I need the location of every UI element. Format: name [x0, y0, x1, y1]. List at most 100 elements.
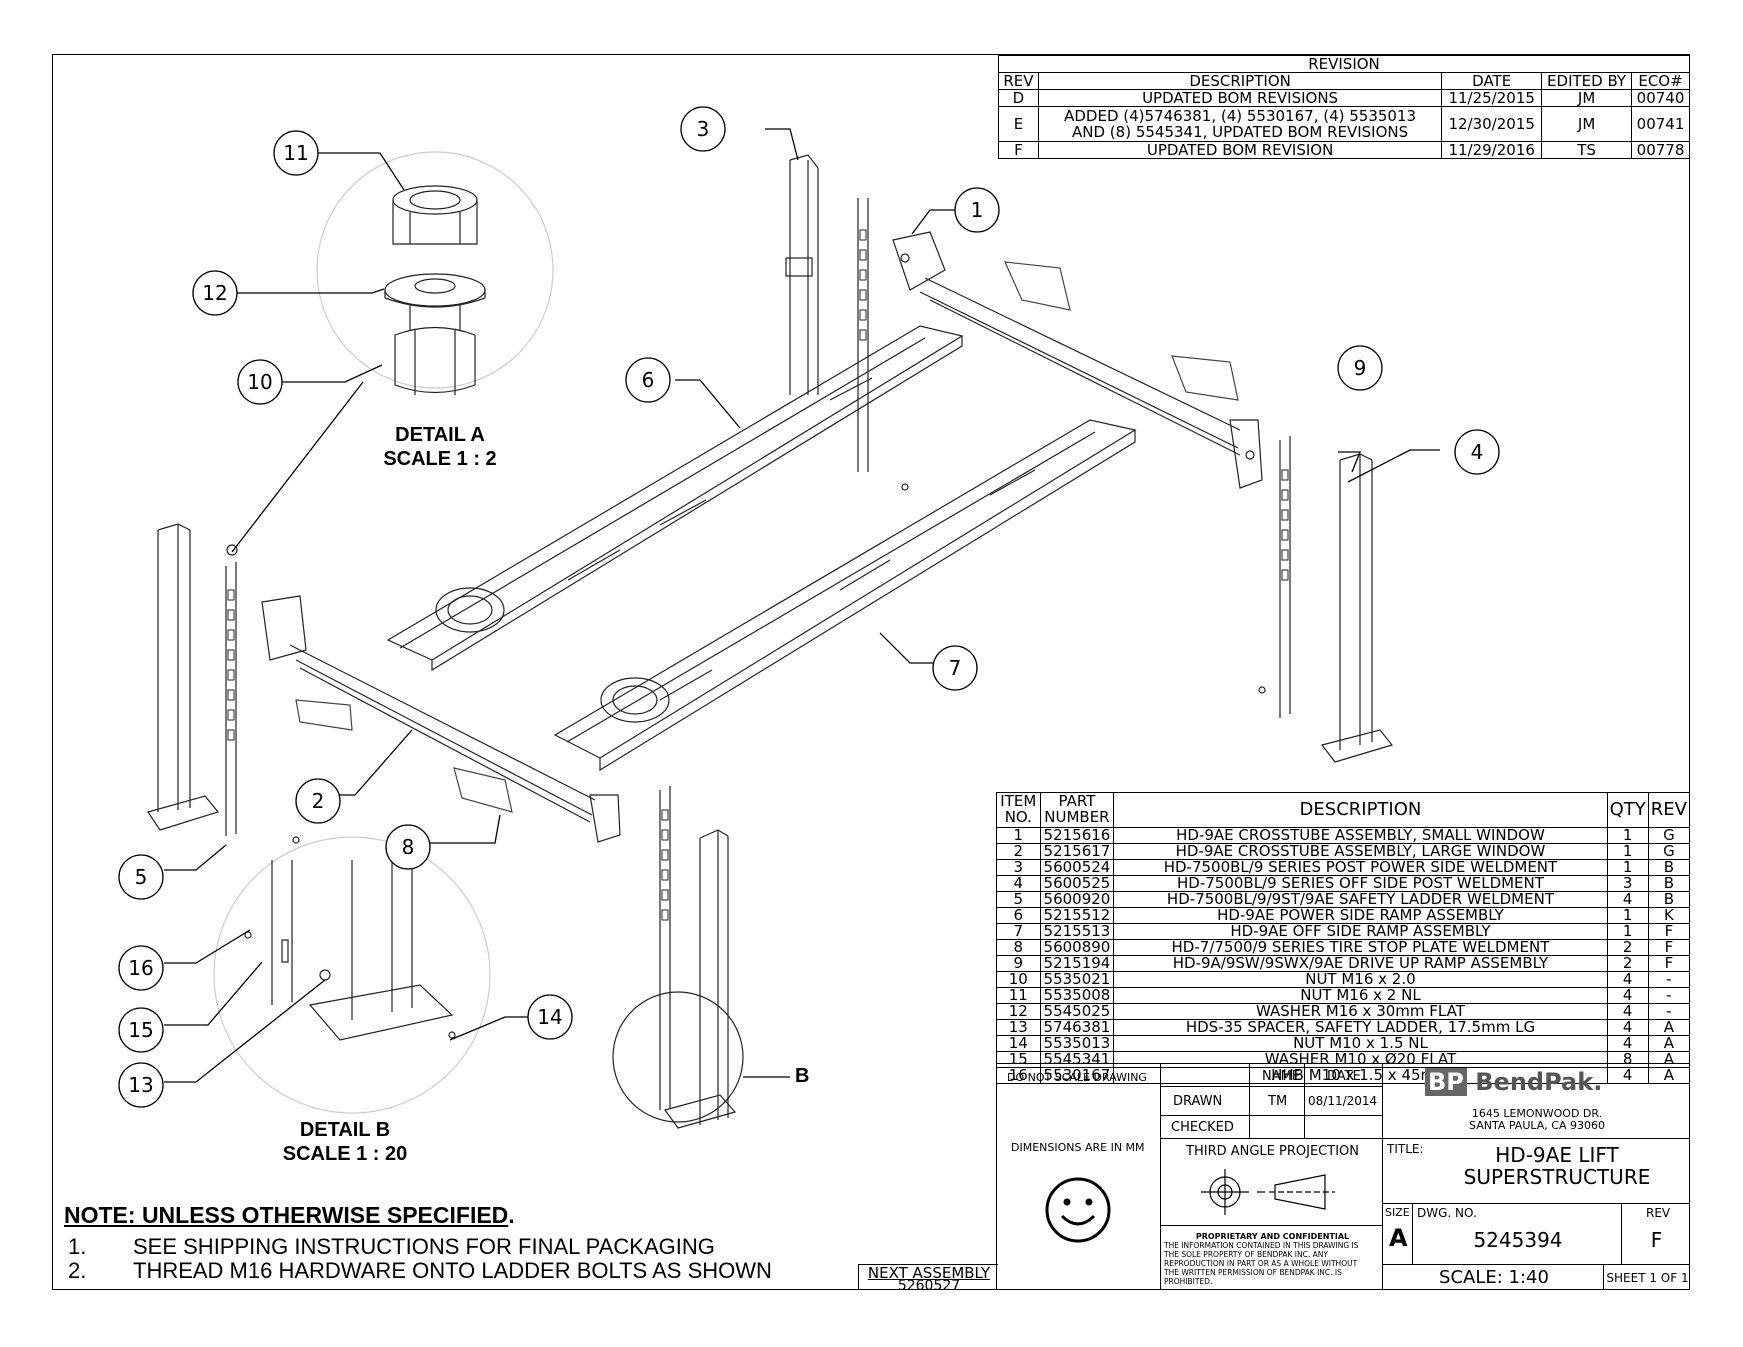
note-1-text: SEE SHIPPING INSTRUCTIONS FOR FINAL PACK…: [133, 1234, 715, 1259]
bom-header-qty: QTY: [1606, 792, 1649, 828]
detail-a-scale: SCALE 1 : 2: [383, 448, 497, 470]
third-angle-projection-icon: [1201, 1169, 1335, 1215]
balloon-7: 7: [949, 656, 962, 680]
scale-value: SCALE: 1:40: [1439, 1267, 1549, 1288]
date-label: DATE: [1327, 1069, 1361, 1084]
next-assembly-number: 5260527: [897, 1278, 961, 1294]
nut-10-drawing: [394, 305, 476, 395]
rev-header-desc: DESCRIPTION: [1037, 72, 1443, 90]
rev-header-rev: REV: [998, 72, 1039, 90]
rev-label: REV: [1646, 1206, 1671, 1220]
balloon-11: 11: [283, 141, 308, 165]
drawn-label: DRAWN: [1173, 1094, 1223, 1109]
drawn-date: 08/11/2014: [1308, 1094, 1378, 1108]
balloon-8: 8: [402, 835, 415, 859]
detail-b-circle: [213, 836, 491, 1114]
post-5-drawing: [147, 523, 238, 836]
post-3-drawing: [785, 154, 869, 472]
balloon-12: 12: [202, 281, 227, 305]
next-assembly-label: NEXT ASSEMBLY: [867, 1264, 991, 1282]
balloon-10: 10: [247, 370, 272, 394]
address-line-2: SANTA PAULA, CA 93060: [1469, 1119, 1605, 1132]
company-box: BP BendPak. 1645 LEMONWOOD DR. SANTA PAU…: [1382, 1063, 1690, 1139]
dwg-no-label: DWG. NO.: [1417, 1206, 1477, 1220]
balloon-4: 4: [1471, 440, 1484, 464]
crossbeam-1-drawing: [892, 231, 1263, 489]
detail-a-circle: [316, 151, 554, 389]
detail-b-callout-label: B: [795, 1065, 810, 1087]
balloon-2: 2: [312, 789, 325, 813]
dimensions-note: DIMENSIONS ARE IN MM: [1011, 1141, 1145, 1154]
revision-row: F UPDATED BOM REVISION 11/29/2016 TS 007…: [998, 141, 1690, 159]
ramp-7-drawing: [553, 419, 1137, 772]
rev-value: F: [1650, 1228, 1663, 1252]
washer-12-drawing: [384, 273, 486, 308]
note-2-text: THREAD M16 HARDWARE ONTO LADDER BOLTS AS…: [133, 1258, 772, 1283]
post-4-drawing: [1279, 436, 1394, 763]
balloon-16: 16: [128, 956, 153, 980]
rev-header-date: DATE: [1441, 72, 1543, 90]
revision-table: REVISION REV DESCRIPTION DATE EDITED BY …: [998, 55, 1690, 159]
revision-title: REVISION: [998, 55, 1690, 73]
projection-label: THIRD ANGLE PROJECTION: [1186, 1144, 1359, 1159]
drawing-title-1: HD-9AE LIFT: [1495, 1143, 1619, 1167]
drawing-border: [52, 54, 1690, 1290]
bom-header-desc: DESCRIPTION: [1113, 792, 1608, 828]
balloon-3: 3: [697, 117, 710, 141]
bom-header-item: ITEM: [1000, 792, 1037, 811]
detail-a-title: DETAIL A: [395, 424, 485, 446]
size-label: SIZE: [1385, 1206, 1410, 1219]
notes-heading: NOTE: UNLESS OTHERWISE SPECIFIED.: [64, 1202, 515, 1228]
title-label: TITLE:: [1387, 1142, 1424, 1156]
proprietary-title: PROPRIETARY AND CONFIDENTIAL: [1195, 1232, 1350, 1241]
post-front-drawing: [659, 786, 737, 1129]
balloon-9: 9: [1354, 356, 1367, 380]
dwg-no-value: 5245394: [1473, 1228, 1563, 1252]
checked-label: CHECKED: [1171, 1120, 1234, 1135]
balloon-6: 6: [642, 368, 655, 392]
address-line-1: 1645 LEMONWOOD DR.: [1471, 1107, 1603, 1120]
balloon-15: 15: [128, 1018, 153, 1042]
drawing-title-2: SUPERSTRUCTURE: [1463, 1165, 1651, 1189]
note-1-num: 1.: [68, 1234, 87, 1259]
proprietary-box: PROPRIETARY AND CONFIDENTIAL THE INFORMA…: [1160, 1225, 1383, 1290]
do-not-scale: DO NOT SCALE DRAWING: [1007, 1071, 1147, 1084]
detail-b-drawing: [244, 860, 456, 1041]
balloon-13: 13: [128, 1073, 153, 1097]
balloon-14: 14: [537, 1005, 562, 1029]
name-label: NAME: [1262, 1069, 1301, 1084]
bom-header-part: PART: [1058, 792, 1096, 811]
balloon-1: 1: [971, 198, 984, 222]
drawn-name: TM: [1268, 1094, 1288, 1109]
smiley-icon: [1045, 1177, 1111, 1243]
next-assembly-box: NEXT ASSEMBLY 5260527: [858, 1264, 998, 1294]
detail-b-callout-circle: [612, 991, 744, 1123]
crossbeam-2-drawing: [261, 595, 621, 843]
bendpak-logo: BP BendPak.: [1425, 1068, 1602, 1096]
size-value: A: [1389, 1224, 1408, 1252]
bom-header-rev: REV: [1647, 792, 1691, 828]
detail-b-title: DETAIL B: [299, 1119, 391, 1141]
nut-11-drawing: [392, 185, 478, 245]
tb-left: DO NOT SCALE DRAWING DIMENSIONS ARE IN M…: [996, 1063, 1161, 1290]
revision-row: D UPDATED BOM REVISIONS 11/25/2015 JM 00…: [998, 89, 1690, 107]
detail-b-scale: SCALE 1 : 20: [282, 1143, 408, 1165]
ramp-6-drawing: [386, 325, 964, 672]
revision-row: E ADDED (4)5746381, (4) 5530167, (4) 553…: [998, 106, 1690, 142]
